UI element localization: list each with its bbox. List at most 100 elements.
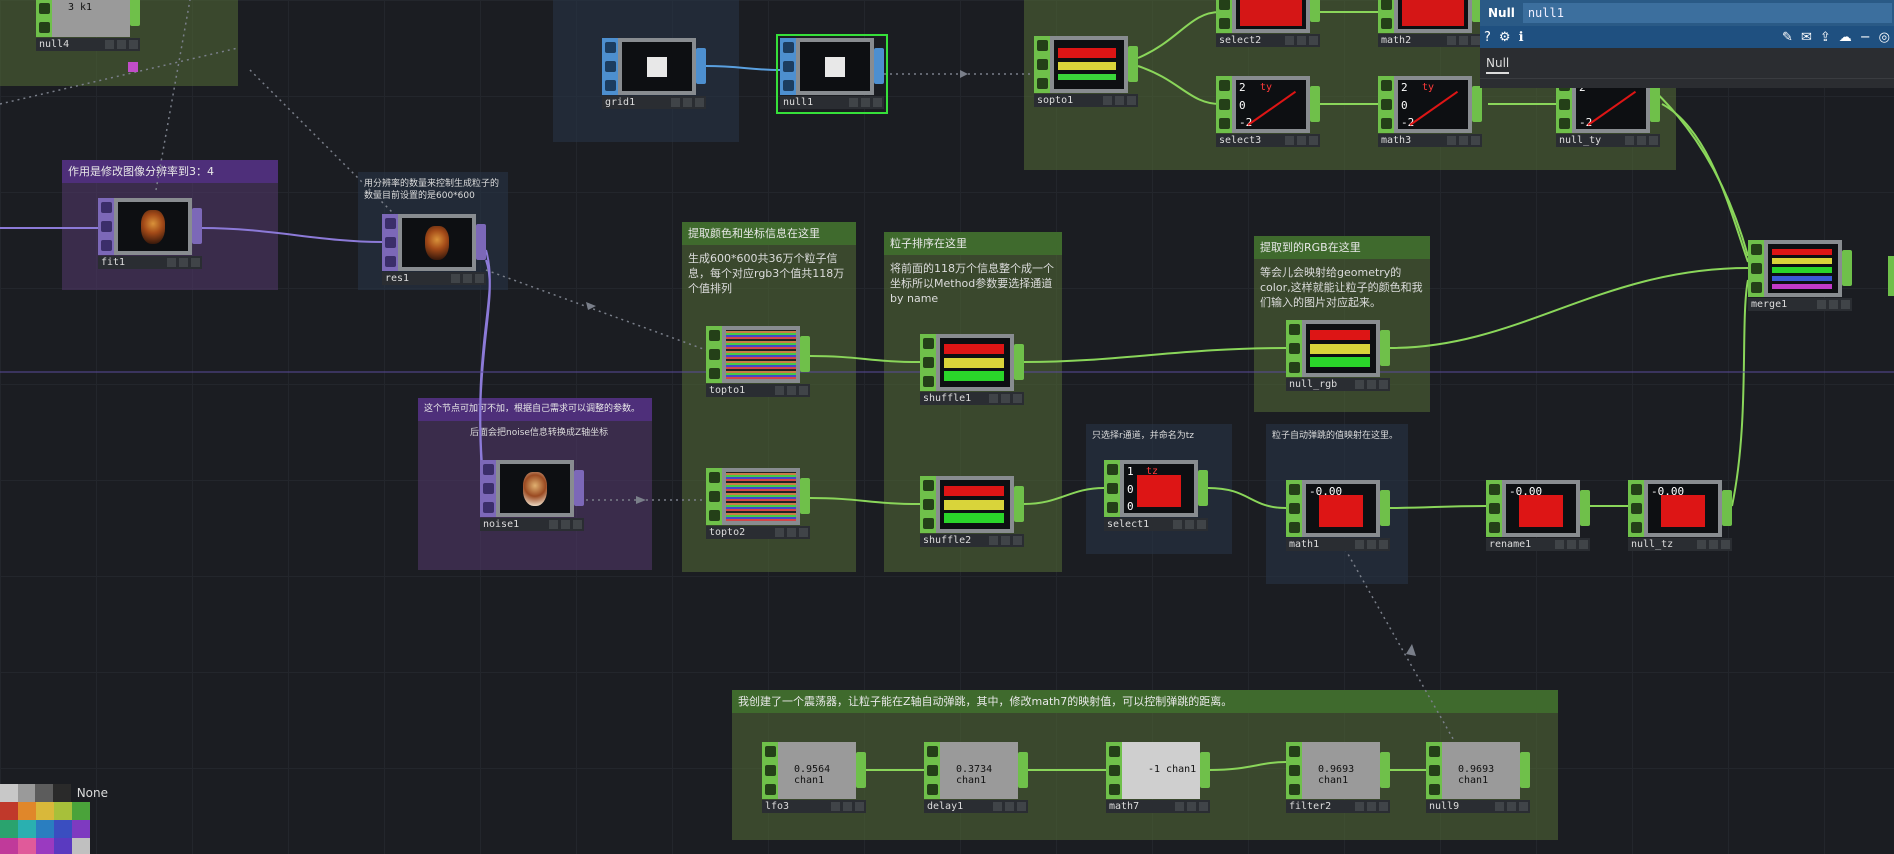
node-math2-output[interactable]: [1472, 0, 1482, 22]
node-null-rgb[interactable]: null_rgb: [1286, 320, 1390, 392]
node-fit1-input[interactable]: [98, 198, 114, 255]
node-null4-output[interactable]: [130, 0, 140, 26]
node-res1-output[interactable]: [476, 224, 486, 260]
node-select1[interactable]: 1 tz 0 0 select1: [1104, 460, 1208, 532]
node-select1-input[interactable]: [1104, 460, 1120, 517]
node-topto2-output[interactable]: [800, 478, 810, 514]
node-select2[interactable]: select2: [1216, 0, 1320, 48]
node-null4-input[interactable]: [36, 0, 52, 37]
minimize-icon[interactable]: −: [1859, 29, 1871, 45]
share-icon[interactable]: ⇪: [1819, 29, 1831, 45]
node-math3-output[interactable]: [1472, 86, 1482, 122]
swatch[interactable]: [72, 820, 90, 838]
node-lfo3-output[interactable]: [856, 752, 866, 788]
node-shuffle1-input[interactable]: [920, 334, 936, 391]
swatch[interactable]: [54, 802, 72, 820]
node-null-tz-input[interactable]: [1628, 480, 1644, 537]
node-null1[interactable]: null1: [776, 34, 888, 114]
node-noise1-output[interactable]: [574, 470, 584, 506]
node-math2[interactable]: math2: [1378, 0, 1482, 48]
node-filter2-output[interactable]: [1380, 752, 1390, 788]
palette-none-label[interactable]: None: [76, 786, 108, 800]
node-filter2-input[interactable]: [1286, 742, 1302, 799]
edit-icon[interactable]: ✎: [1782, 29, 1793, 45]
node-select3-output[interactable]: [1310, 86, 1320, 122]
node-noise1-input[interactable]: [480, 460, 496, 517]
tab-null[interactable]: Null: [1486, 56, 1510, 74]
node-topto1-input[interactable]: [706, 326, 722, 383]
comment-icon[interactable]: ✉: [1800, 29, 1812, 45]
node-sopto1[interactable]: sopto1: [1034, 36, 1138, 108]
node-noise1[interactable]: noise1: [480, 460, 584, 532]
node-math2-input[interactable]: [1378, 0, 1394, 33]
node-rename1[interactable]: -0.00 rename1: [1486, 480, 1590, 552]
node-null-tz-output[interactable]: [1722, 490, 1732, 526]
node-select3[interactable]: 2 0 -2 ty select3: [1216, 76, 1320, 148]
node-math7-output[interactable]: [1200, 752, 1210, 788]
node-lfo3-input[interactable]: [762, 742, 778, 799]
node-null1-input[interactable]: [780, 38, 796, 95]
node-math1-output[interactable]: [1380, 490, 1390, 526]
swatch[interactable]: [0, 838, 18, 854]
settings-icon[interactable]: ◎: [1878, 29, 1890, 45]
node-null9-input[interactable]: [1426, 742, 1442, 799]
node-null4-flag-icon[interactable]: [128, 62, 138, 72]
node-grid1-output[interactable]: [696, 48, 706, 84]
node-null-rgb-input[interactable]: [1286, 320, 1302, 377]
node-grid1[interactable]: grid1: [602, 38, 706, 110]
node-null-tz[interactable]: -0.00 null_tz: [1628, 480, 1732, 552]
swatch[interactable]: [0, 784, 18, 802]
node-fit1-output[interactable]: [192, 208, 202, 244]
node-select3-input[interactable]: [1216, 76, 1232, 133]
swatch[interactable]: [0, 802, 18, 820]
node-null-ty-output[interactable]: [1650, 86, 1660, 122]
node-offscreen-right[interactable]: [1888, 256, 1894, 296]
swatch[interactable]: [54, 820, 72, 838]
node-topto2[interactable]: topto2: [706, 468, 810, 540]
node-math3[interactable]: 2 0 -2 ty math3: [1378, 76, 1482, 148]
swatch[interactable]: [54, 838, 72, 854]
node-sopto1-input[interactable]: [1034, 36, 1050, 93]
node-select2-input[interactable]: [1216, 0, 1232, 33]
swatch[interactable]: [18, 820, 36, 838]
node-lfo3[interactable]: 0.9564 chan1 lfo3: [762, 742, 866, 814]
swatch[interactable]: [53, 784, 71, 802]
node-null-rgb-output[interactable]: [1380, 330, 1390, 366]
node-math1-input[interactable]: [1286, 480, 1302, 537]
node-shuffle2-output[interactable]: [1014, 486, 1024, 522]
swatch[interactable]: [36, 838, 54, 854]
swatch[interactable]: [18, 838, 36, 854]
node-select1-output[interactable]: [1198, 470, 1208, 506]
swatch[interactable]: [35, 784, 54, 802]
info-icon[interactable]: ℹ: [1518, 29, 1524, 45]
node-topto1-output[interactable]: [800, 336, 810, 372]
node-merge1-input[interactable]: [1748, 240, 1764, 297]
node-shuffle1-output[interactable]: [1014, 344, 1024, 380]
node-delay1-output[interactable]: [1018, 752, 1028, 788]
node-res1-input[interactable]: [382, 214, 398, 271]
swatch[interactable]: [0, 820, 18, 838]
swatch[interactable]: [18, 802, 36, 820]
node-shuffle2[interactable]: shuffle2: [920, 476, 1024, 548]
node-sopto1-output[interactable]: [1128, 46, 1138, 82]
node-null4[interactable]: 3 k1 null4: [36, 0, 140, 52]
node-shuffle2-input[interactable]: [920, 476, 936, 533]
swatch[interactable]: [72, 802, 90, 820]
python-icon[interactable]: ⚙: [1498, 29, 1511, 45]
node-shuffle1[interactable]: shuffle1: [920, 334, 1024, 406]
node-grid1-input[interactable]: [602, 38, 618, 95]
node-null9[interactable]: 0.9693 chan1 null9: [1426, 742, 1530, 814]
node-topto2-input[interactable]: [706, 468, 722, 525]
node-rename1-input[interactable]: [1486, 480, 1502, 537]
node-math7-input[interactable]: [1106, 742, 1122, 799]
swatch[interactable]: [36, 802, 54, 820]
node-delay1[interactable]: 0.3734 chan1 delay1: [924, 742, 1028, 814]
node-math7[interactable]: -1 chan1 math7: [1106, 742, 1210, 814]
swatch[interactable]: [17, 784, 36, 802]
node-select2-output[interactable]: [1310, 0, 1320, 22]
node-merge1[interactable]: merge1: [1748, 240, 1852, 312]
node-delay1-input[interactable]: [924, 742, 940, 799]
node-null1-output[interactable]: [874, 48, 884, 84]
node-merge1-output[interactable]: [1842, 250, 1852, 286]
cloud-icon[interactable]: ☁: [1838, 29, 1852, 45]
